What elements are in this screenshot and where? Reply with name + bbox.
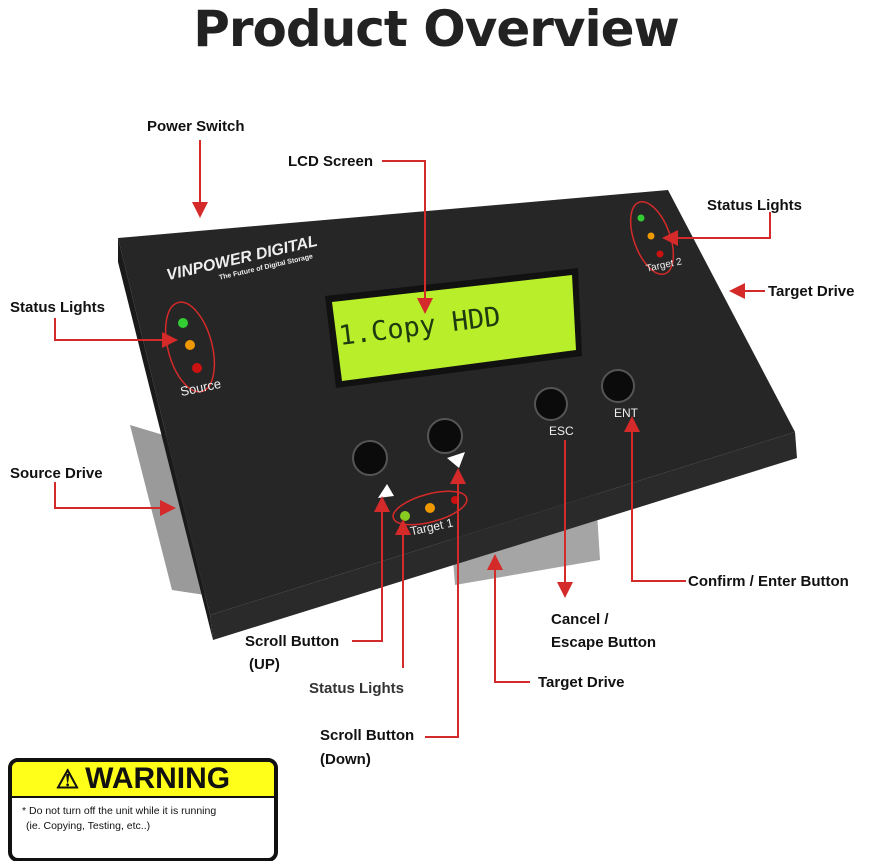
label-cancel-2: Escape Button [551,634,657,651]
warning-line-1: * Do not turn off the unit while it is r… [22,805,217,817]
callout-arrows [54,140,771,738]
label-confirm-button: Confirm / Enter Button [688,573,849,590]
lcd-screen [332,275,576,381]
warning-header: ⚠WARNING [12,762,274,798]
ent-label: ENT [614,406,638,420]
label-power-switch: Power Switch [147,118,245,135]
label-status-lights-target1: Status Lights [309,680,405,697]
label-source-drive: Source Drive [10,465,103,482]
label-lcd-screen: LCD Screen [288,153,374,170]
warning-box: ⚠WARNING * Do not turn off the unit whil… [8,758,278,861]
device-side [118,238,213,640]
esc-label: ESC [549,424,574,438]
down-arrow-icon [447,452,465,468]
label-cancel-1: Cancel / [551,611,609,628]
device-top [118,190,795,615]
label-scroll-down-2: (Down) [320,751,371,768]
label-target-drive-right: Target Drive [768,283,855,300]
label-target-drive-bottom: Target Drive [538,674,625,691]
warning-triangle-icon: ⚠ [55,763,80,794]
up-arrow-icon [378,484,394,498]
buttons [352,369,635,476]
warning-line-2: (ie. Copying, Testing, etc..) [26,820,151,832]
label-status-lights-source: Status Lights [10,299,106,316]
device-front [210,432,797,640]
label-status-lights-target2: Status Lights [707,197,803,214]
label-scroll-up-1: Scroll Button [245,633,340,650]
label-scroll-up-2: (UP) [249,656,280,673]
page-title: Product Overview [193,0,680,58]
label-scroll-down-1: Scroll Button [320,727,415,744]
warning-title: WARNING [85,762,231,795]
